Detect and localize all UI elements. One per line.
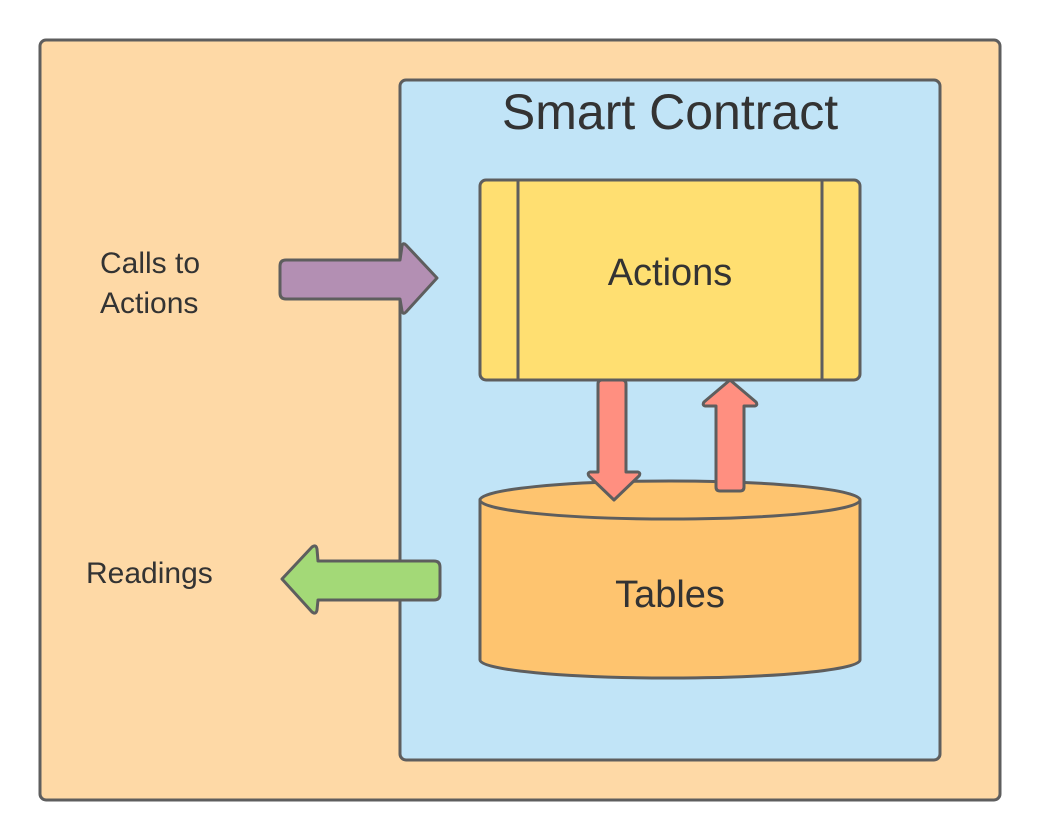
arrow-left-icon (280, 544, 442, 615)
arrow-up-icon (701, 378, 759, 493)
actions-box (478, 178, 862, 382)
readings-label: Readings (86, 557, 213, 590)
tables-label: Tables (615, 574, 725, 616)
smart-contract-title: Smart Contract (501, 84, 839, 140)
actions-label: Actions (607, 252, 733, 294)
arrow-right-icon (278, 242, 439, 315)
arrow-down-icon (586, 378, 642, 502)
actions-node[interactable] (478, 178, 862, 382)
tables-cylinder-top (478, 479, 862, 521)
tables-node[interactable] (478, 479, 862, 680)
calls-to-actions-label: Calls to Actions (100, 247, 201, 320)
